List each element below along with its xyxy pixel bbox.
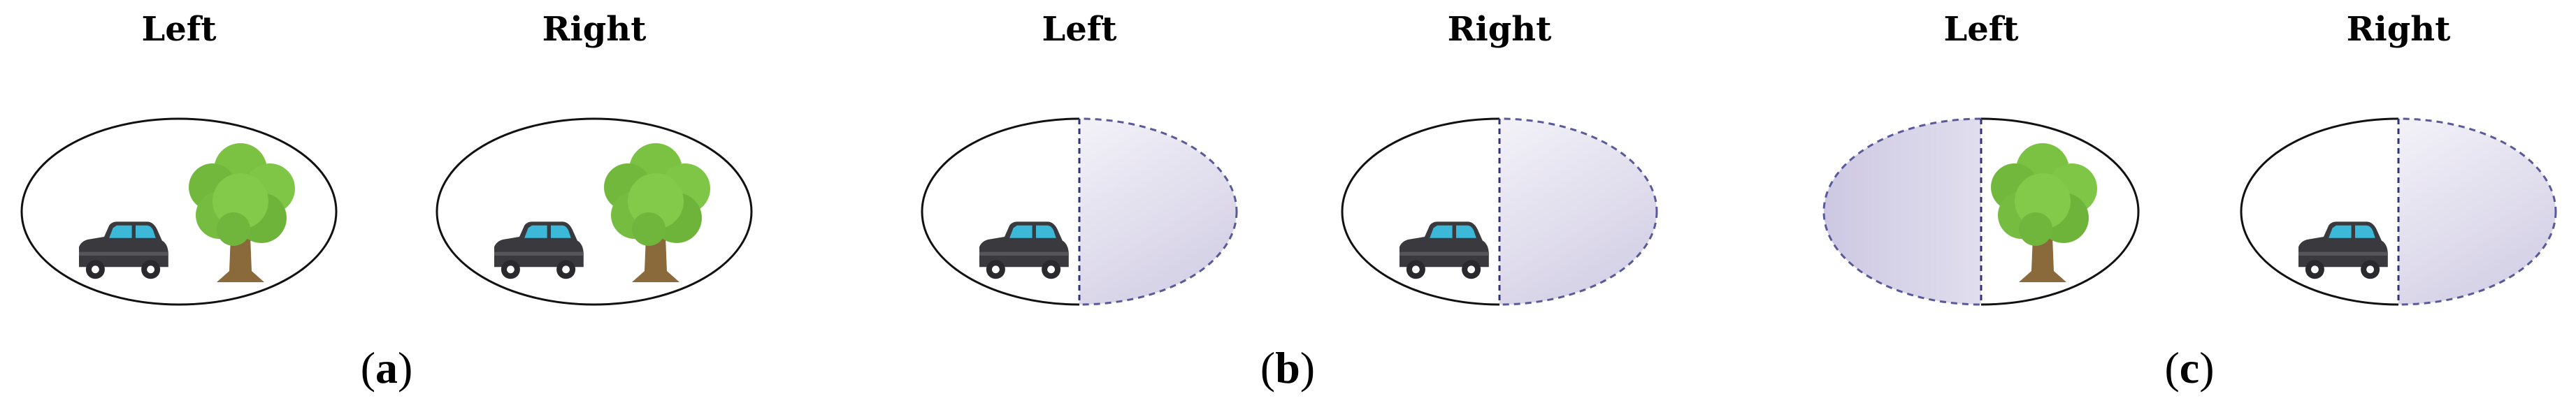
label-left-c: Left: [1943, 10, 2018, 49]
scene-right-c: [2240, 117, 2557, 306]
mask-region: [2398, 117, 2557, 306]
view-visible-half: [1980, 117, 2140, 306]
panel-a: Left Right (a): [20, 10, 753, 393]
view-visible-half: [921, 117, 1080, 306]
view-ellipse: [436, 117, 753, 306]
scene-right-b: [1341, 117, 1658, 306]
tree-icon: [189, 143, 295, 282]
scene-left-b: [921, 117, 1238, 306]
label-right-b: Right: [1448, 10, 1552, 49]
scene-left-c: [1822, 117, 2140, 306]
label-right-a: Right: [542, 10, 647, 49]
panel-c: Left Right (c): [1822, 10, 2557, 393]
mask-region: [1079, 117, 1238, 306]
mask-region: [1499, 117, 1658, 306]
label-left-b: Left: [1042, 10, 1116, 49]
panel-b: Left Right (b): [921, 10, 1658, 393]
view-visible-half: [1341, 117, 1500, 306]
car-icon: [79, 221, 168, 279]
label-left-a: Left: [141, 10, 216, 49]
view-visible-half: [2240, 117, 2399, 306]
caption-a: (a): [361, 343, 413, 393]
car-icon: [979, 221, 1069, 279]
mask-region: [1822, 117, 1981, 306]
car-icon: [1399, 221, 1489, 279]
label-right-c: Right: [2347, 10, 2451, 49]
car-icon: [2298, 221, 2388, 279]
tree-icon: [604, 143, 710, 282]
scene-right-a: [436, 117, 753, 306]
scene-left-a: [20, 117, 338, 306]
car-icon: [494, 221, 584, 279]
view-ellipse: [20, 117, 338, 306]
tree-icon: [1991, 143, 2097, 282]
caption-c: (c): [2164, 343, 2214, 393]
caption-b: (b): [1260, 343, 1315, 393]
